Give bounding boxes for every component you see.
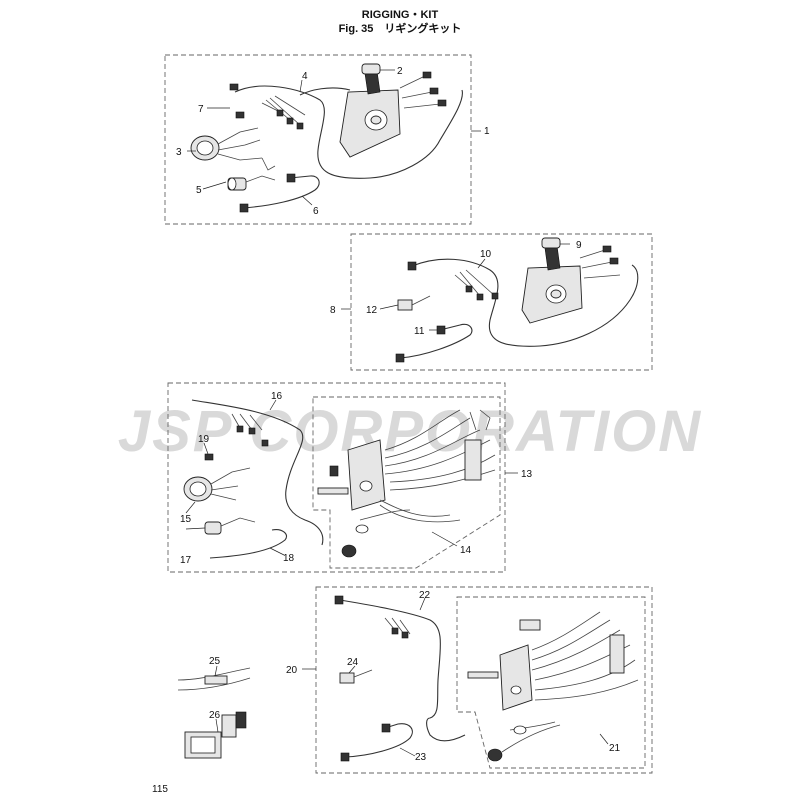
remote-control-box — [339, 63, 401, 158]
callout-26: 26 — [209, 710, 221, 721]
callout-15: 15 — [180, 514, 192, 525]
callout-22: 22 — [419, 590, 431, 601]
callout-1: 1 — [484, 126, 490, 137]
wiring-connector — [464, 439, 482, 481]
callout-2: 2 — [397, 66, 403, 77]
page-number: 115 — [152, 784, 168, 795]
figure-subtitle: Fig. 35 リギングキット — [338, 23, 462, 35]
meter-gauge — [190, 135, 220, 161]
callout-24: 24 — [347, 657, 359, 668]
key-switch-alt — [204, 521, 222, 535]
callout-20: 20 — [286, 665, 298, 676]
callout-18: 18 — [283, 553, 295, 564]
callout-13: 13 — [521, 469, 533, 480]
kit-boundary-8 — [350, 233, 653, 371]
callout-23: 23 — [415, 752, 427, 763]
callout-4: 4 — [302, 71, 308, 82]
callout-10: 10 — [480, 249, 492, 260]
callout-8: 8 — [330, 305, 336, 316]
callout-7: 7 — [198, 104, 204, 115]
kit-boundary-20 — [315, 586, 653, 774]
callout-21: 21 — [609, 743, 621, 754]
watermark: JSP CORPORATION — [117, 399, 703, 464]
kit-boundary-13 — [167, 382, 506, 573]
callout-19: 19 — [198, 434, 210, 445]
remote-control-box-alt — [521, 237, 583, 324]
callout-12: 12 — [366, 305, 378, 316]
fuse-holder — [397, 299, 413, 311]
callout-3: 3 — [176, 147, 182, 158]
callout-25: 25 — [209, 656, 221, 667]
switch-panel — [184, 711, 247, 759]
key-switch — [227, 177, 247, 191]
callout-16: 16 — [271, 391, 283, 402]
callout-17: 17 — [180, 555, 192, 566]
figure-title: RIGGING・KIT — [361, 9, 439, 21]
control-unit-alt — [499, 644, 533, 711]
callout-5: 5 — [196, 185, 202, 196]
kit-boundary-1 — [164, 54, 472, 225]
callout-6: 6 — [313, 206, 319, 217]
kit-boundary-21 — [456, 596, 646, 769]
callout-11: 11 — [414, 326, 425, 337]
fuse-holder-alt — [339, 672, 355, 684]
connector-part — [229, 83, 239, 91]
kit-boundary-14 — [312, 396, 501, 569]
control-unit — [347, 439, 386, 511]
callout-14: 14 — [460, 545, 472, 556]
callout-9: 9 — [576, 240, 582, 251]
